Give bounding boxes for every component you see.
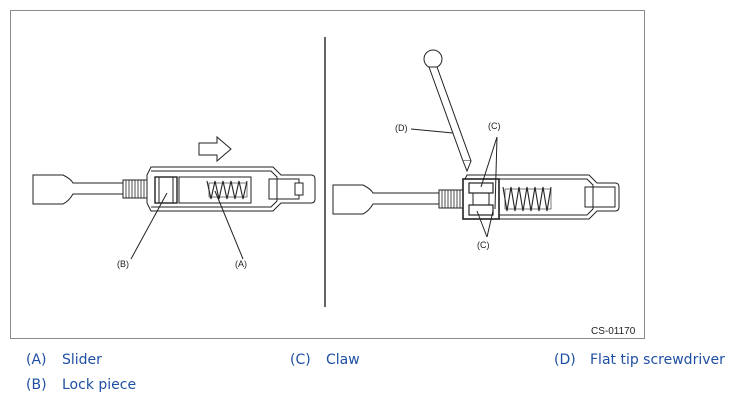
right-assembly: [332, 49, 620, 238]
callout-c-bottom: (C): [477, 240, 490, 250]
legend-label: Flat tip screwdriver: [590, 352, 725, 368]
callout-d: (D): [395, 123, 408, 133]
callout-b: (B): [117, 259, 129, 269]
direction-arrow-icon: [198, 135, 232, 163]
legend-code: (C): [290, 352, 311, 368]
legend-code: (A): [26, 352, 47, 368]
legend-item-a: (A) Slider: [26, 352, 102, 368]
legend-code: (B): [26, 377, 47, 393]
figure-id: CS-01170: [591, 326, 636, 337]
legend-label: Claw: [326, 352, 360, 368]
diagram-canvas: (B) (A) (D) (C) (C) CS-01170: [32, 37, 636, 337]
legend-item-c: (C) Claw: [290, 352, 360, 368]
legend-label: Lock piece: [62, 377, 137, 393]
diagram-figure: (B) (A) (D) (C) (C) CS-01170: [10, 10, 645, 339]
legend-code: (D): [554, 352, 576, 368]
legend-item-d: (D) Flat tip screwdriver: [554, 352, 725, 368]
callout-c-top: (C): [488, 121, 501, 131]
legend-label: Slider: [62, 352, 102, 368]
callout-a: (A): [235, 259, 247, 269]
legend-item-b: (B) Lock piece: [26, 377, 136, 393]
left-assembly: [32, 135, 316, 260]
